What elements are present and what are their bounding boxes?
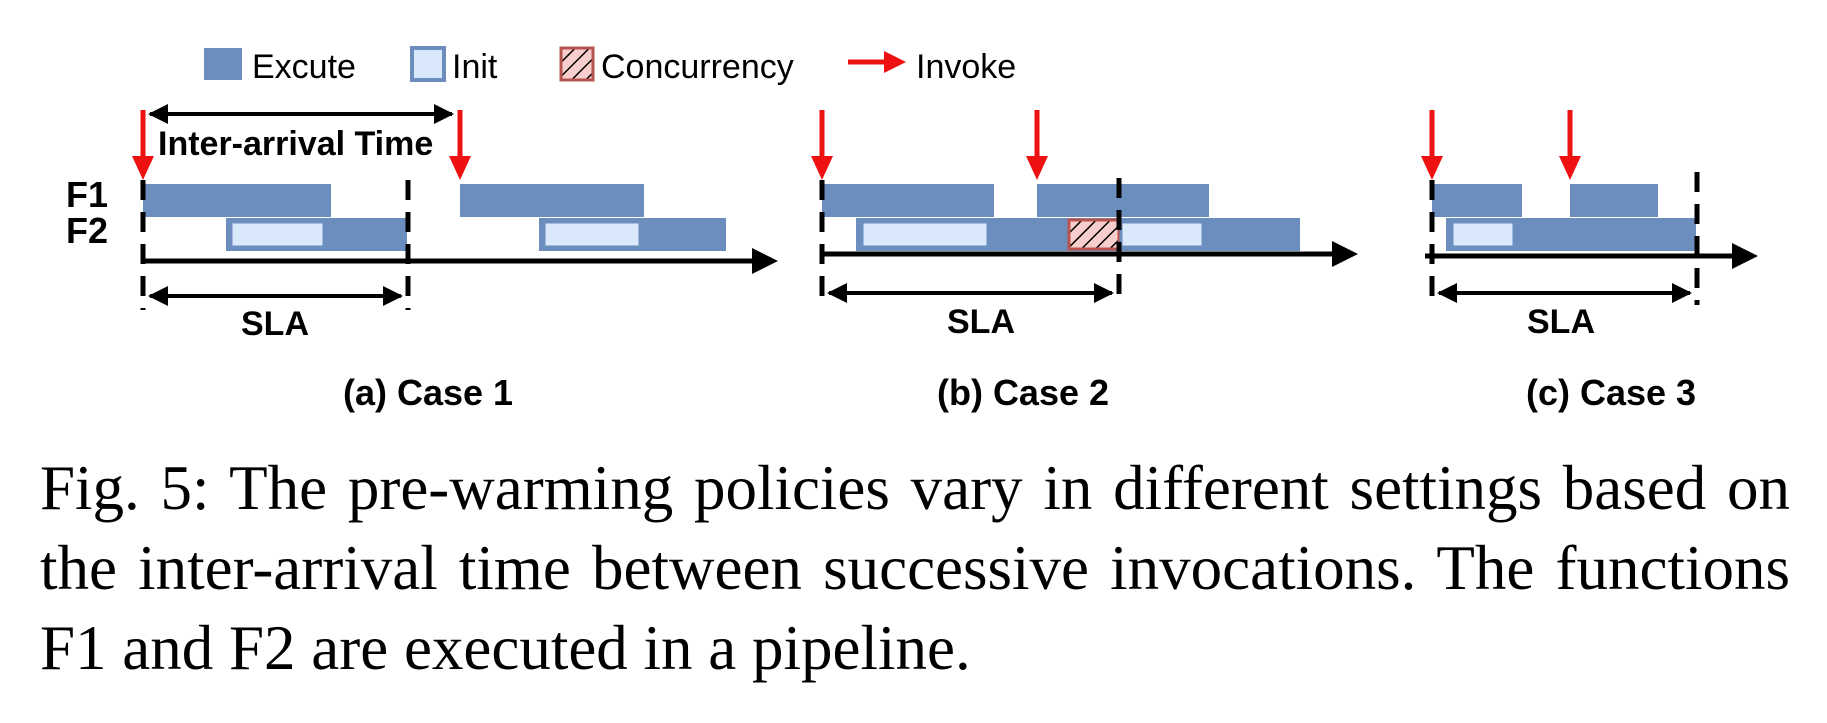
case-2: SLA (b) Case 2 [811, 110, 1358, 413]
pipeline-timing-diagram: Excute Init Concurrency Invoke F1 F2 Int… [66, 46, 1758, 413]
case-2-sla-label: SLA [947, 303, 1015, 341]
case-1-caption: (a) Case 1 [343, 372, 513, 413]
case-2-invoke-arrow-icon [811, 110, 833, 180]
case-3-timeline-arrowhead [1732, 243, 1758, 269]
case-2-f2-init-2 [1119, 220, 1205, 249]
f2-label: F2 [66, 210, 108, 251]
case-3-f1-execute-2 [1570, 184, 1658, 217]
legend-concurrency-label: Concurrency [601, 48, 794, 86]
legend-init-label: Init [452, 48, 498, 86]
case-2-concurrency-block [1067, 218, 1121, 251]
case-2-timeline-arrowhead [1332, 241, 1358, 267]
legend: Excute Init Concurrency Invoke [204, 46, 1016, 86]
case-2-caption: (b) Case 2 [937, 372, 1109, 413]
case-3-invoke-arrow-icon [1421, 110, 1443, 180]
case-1-f2-init-2 [542, 220, 642, 249]
case-3-f2-init [1450, 220, 1516, 249]
case-1-invoke-arrow-icon [132, 110, 154, 180]
case-1-timeline-arrowhead [752, 248, 778, 274]
case-3-f1-execute-1 [1432, 184, 1522, 217]
case-2-f1-execute-1 [822, 184, 994, 217]
case-3: SLA (c) Case 3 [1421, 110, 1758, 413]
inter-arrival-label: Inter-arrival Time [158, 125, 433, 163]
figure-caption: Fig. 5: The pre-warming policies vary in… [40, 453, 1790, 683]
legend-invoke-label: Invoke [916, 48, 1016, 86]
legend-concurrency-swatch [559, 46, 595, 82]
legend-execute-swatch [204, 48, 242, 80]
case-2-invoke-arrow-icon [1026, 110, 1048, 180]
case-3-caption: (c) Case 3 [1526, 372, 1696, 413]
legend-execute-label: Excute [252, 48, 356, 86]
case-2-f1-execute-2 [1037, 184, 1209, 217]
legend-invoke-arrow-icon [848, 51, 906, 73]
case-1-invoke-arrow-icon [449, 110, 471, 180]
case-1-f2-init-1 [229, 220, 326, 249]
legend-init-swatch [410, 46, 446, 82]
f1-label: F1 [66, 174, 108, 215]
case-3-sla-label: SLA [1527, 303, 1595, 341]
case-2-f2-init-1 [860, 220, 990, 249]
case-3-invoke-arrow-icon [1559, 110, 1581, 180]
case-1-f1-execute-2 [460, 184, 644, 217]
case-1: Inter-arrival Time SLA (a) Case 1 [132, 104, 778, 413]
case-1-f1-execute-1 [143, 184, 331, 217]
case-1-sla-label: SLA [241, 305, 309, 343]
